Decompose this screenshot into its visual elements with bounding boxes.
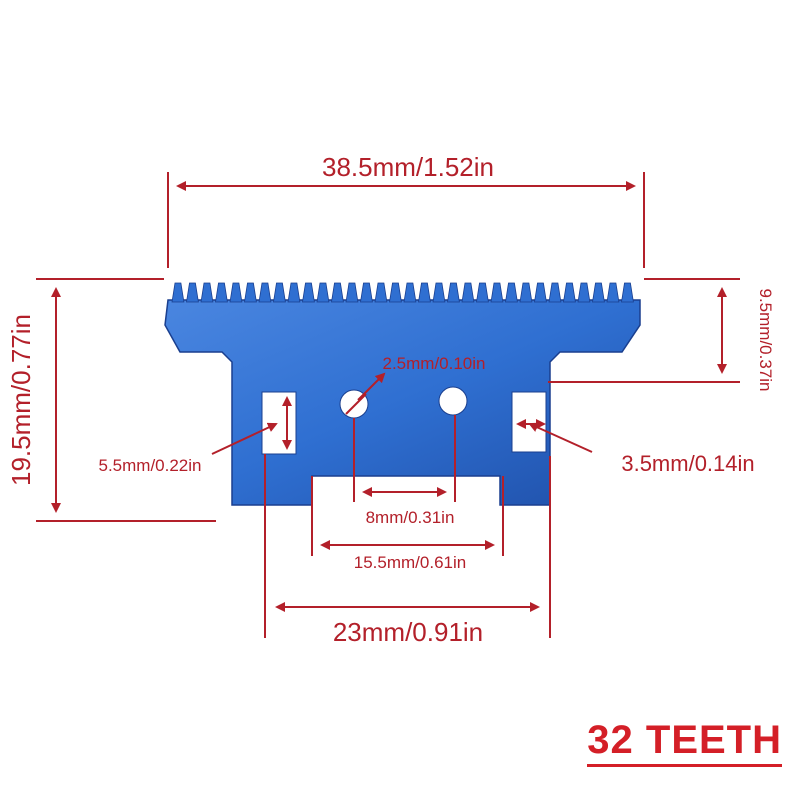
total-height-label: 19.5mm/0.77in [6,314,36,486]
blade-tooth [621,282,634,303]
blade-tooth [287,282,301,303]
left-slot [261,391,297,455]
blade-tooth [200,282,214,303]
blade-tooth [563,282,576,303]
blade-tooth [476,282,489,303]
blade-tooth [403,282,417,303]
blade-tooth [592,282,605,303]
teeth-depth-label: 9.5mm/0.37in [756,289,775,392]
blade-tooth [447,282,460,303]
blade-tooth [345,282,359,303]
blade-tooth [258,282,272,303]
blade-tooth [432,282,446,303]
right-hole [438,386,468,416]
blade-tooth [215,282,228,303]
blade [164,282,641,506]
teeth-count-badge: 32 TEETH [587,718,782,767]
blade-tooth [606,282,620,303]
blade-tooth [548,282,562,303]
blade-tooth [331,282,344,303]
blade-tooth [229,282,243,303]
blade-body [164,299,641,506]
slot-width-label: 3.5mm/0.14in [621,451,754,476]
slot-length-label: 5.5mm/0.22in [99,456,202,475]
blade-tooth [273,282,286,303]
blade-tooth [360,282,373,303]
slot-spacing-label: 23mm/0.91in [333,617,483,647]
blade-tooth [461,282,475,303]
blade-tooth [534,282,547,303]
blade-teeth [171,282,634,303]
blade-tooth [418,282,431,303]
hole-spacing-label: 8mm/0.31in [366,508,455,527]
blade-tooth [519,282,533,303]
blade-tooth [186,282,199,303]
hole-diameter-label: 2.5mm/0.10in [383,354,486,373]
blade-tooth [302,282,315,303]
blade-tooth [389,282,402,303]
blade-tooth [316,282,330,303]
blade-tooth [490,282,504,303]
blade-tooth [577,282,591,303]
notch-width-label: 15.5mm/0.61in [354,553,466,572]
total-width-label: 38.5mm/1.52in [322,152,494,182]
blade-tooth [505,282,518,303]
dimension-lines [36,172,740,638]
blade-tooth [171,282,185,303]
blade-tooth [244,282,257,303]
right-slot [511,391,547,453]
blade-tooth [374,282,388,303]
